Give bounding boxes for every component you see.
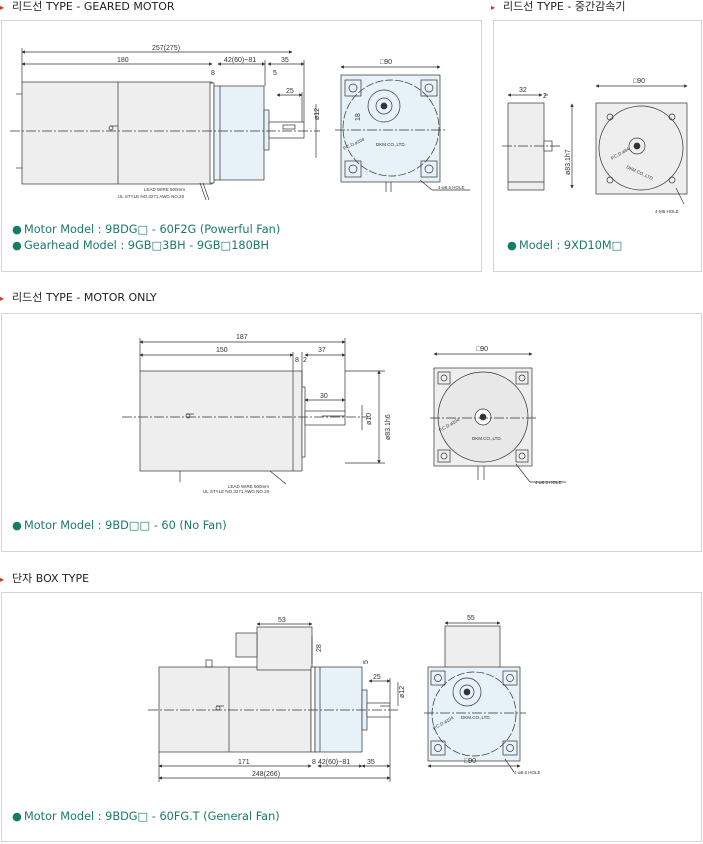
bullet-icon: ● <box>12 239 22 252</box>
intermediate-spec-list: ●Model : 9XD10M□ <box>507 238 622 254</box>
svg-text:UL STYLE NO.3271 AWG NO.20: UL STYLE NO.3271 AWG NO.20 <box>118 194 185 199</box>
svg-text:4-ø8.5 HOLE: 4-ø8.5 HOLE <box>535 480 562 485</box>
bullet-icon: ● <box>12 519 22 532</box>
section-title-intermediate: ▸리드선 TYPE - 중간감속기 <box>491 0 626 13</box>
section-title-geared: ▸리드선 TYPE - GEARED MOTOR <box>0 0 175 13</box>
svg-text:ø10: ø10 <box>366 413 373 425</box>
list-item: ●Motor Model : 9BDG□ - 60FG.T (General F… <box>12 810 280 823</box>
svg-text:8: 8 <box>312 759 316 766</box>
svg-text:42(60)~81: 42(60)~81 <box>318 759 350 766</box>
list-item: ●Motor Model : 9BDG□ - 60F2G (Powerful F… <box>12 223 281 236</box>
svg-text:28: 28 <box>316 644 323 652</box>
svg-text:4-ø8.5 HOLE: 4-ø8.5 HOLE <box>438 185 465 190</box>
bullet-icon: ● <box>507 239 517 252</box>
svg-text:DKM.CO.,LTD.: DKM.CO.,LTD. <box>461 715 491 720</box>
arrow-icon: ▸ <box>0 294 5 303</box>
bullet-icon: ● <box>12 810 22 823</box>
svg-text:ø83.1h7: ø83.1h7 <box>565 149 572 175</box>
intermediate-front-view <box>595 102 688 195</box>
section-title-motor-only: ▸리드선 TYPE - MOTOR ONLY <box>0 291 157 304</box>
svg-text:DKM.CO.,LTD.: DKM.CO.,LTD. <box>472 436 502 441</box>
svg-text:180: 180 <box>117 57 129 64</box>
svg-text:UL STYLE NO.3271 AWG NO.20: UL STYLE NO.3271 AWG NO.20 <box>203 489 270 494</box>
bullet-icon: ● <box>12 223 22 236</box>
box-type-side-view <box>158 626 391 753</box>
svg-text:DKM.CO.,LTD.: DKM.CO.,LTD. <box>376 142 406 147</box>
arrow-icon: ▸ <box>0 575 5 584</box>
svg-text:□90: □90 <box>380 59 392 66</box>
geared-front-view <box>340 74 441 192</box>
arrow-icon: ▸ <box>0 3 5 12</box>
geared-side-view <box>16 81 305 201</box>
svg-text:257(275): 257(275) <box>152 45 180 52</box>
svg-text:ø12: ø12 <box>314 108 321 120</box>
svg-text:LEAD WIRE 500mm: LEAD WIRE 500mm <box>228 484 269 489</box>
intermediate-side-view <box>507 102 553 191</box>
svg-text:5: 5 <box>363 660 370 664</box>
mount-hole-icon <box>344 79 362 97</box>
svg-text:25: 25 <box>286 88 294 95</box>
svg-text:30: 30 <box>320 393 328 400</box>
svg-text:ø12: ø12 <box>399 686 406 698</box>
svg-text:37: 37 <box>318 347 326 354</box>
box-spec-list: ●Motor Model : 9BDG□ - 60FG.T (General F… <box>12 809 280 825</box>
list-item: ●Gearhead Model : 9GB□3BH - 9GB□180BH <box>12 239 270 252</box>
svg-text:187: 187 <box>236 334 248 341</box>
svg-text:5: 5 <box>273 70 277 77</box>
motor-only-panel <box>1 313 702 552</box>
svg-text:4-M5 HOLE: 4-M5 HOLE <box>655 209 679 214</box>
arrow-icon: ▸ <box>491 3 496 12</box>
box-type-front-view <box>427 625 521 762</box>
svg-text:□90: □90 <box>633 78 645 85</box>
svg-text:□90: □90 <box>464 758 476 765</box>
svg-text:150: 150 <box>216 347 228 354</box>
svg-text:32: 32 <box>519 87 527 94</box>
motor-only-spec-list: ●Motor Model : 9BD□□ - 60 (No Fan) <box>12 518 227 534</box>
svg-text:35: 35 <box>367 759 375 766</box>
svg-text:18: 18 <box>355 113 362 121</box>
motor-only-front-view <box>433 367 533 480</box>
motor-only-side-view <box>139 370 346 485</box>
svg-text:25: 25 <box>373 674 381 681</box>
svg-text:ø83.1h6: ø83.1h6 <box>385 414 392 440</box>
svg-text:171: 171 <box>238 759 250 766</box>
svg-text:42(60)~81: 42(60)~81 <box>224 57 256 64</box>
list-item: ●Model : 9XD10M□ <box>507 239 623 252</box>
svg-text:8: 8 <box>295 357 299 364</box>
svg-text:8: 8 <box>211 70 215 77</box>
svg-text:35: 35 <box>281 57 289 64</box>
svg-text:4-ø8.5 HOLE: 4-ø8.5 HOLE <box>514 770 541 775</box>
list-item: ●Motor Model : 9BD□□ - 60 (No Fan) <box>12 519 227 532</box>
svg-text:2: 2 <box>543 93 547 100</box>
svg-text:53: 53 <box>278 617 286 624</box>
svg-text:2: 2 <box>303 357 307 364</box>
svg-text:LEAD WIRE 500mm: LEAD WIRE 500mm <box>144 187 185 192</box>
svg-text:248(266): 248(266) <box>252 771 280 778</box>
svg-text:55: 55 <box>467 615 475 622</box>
svg-text:□90: □90 <box>476 346 488 353</box>
section-title-box: ▸단자 BOX TYPE <box>0 572 90 585</box>
geared-spec-list: ●Motor Model : 9BDG□ - 60F2G (Powerful F… <box>12 222 280 254</box>
